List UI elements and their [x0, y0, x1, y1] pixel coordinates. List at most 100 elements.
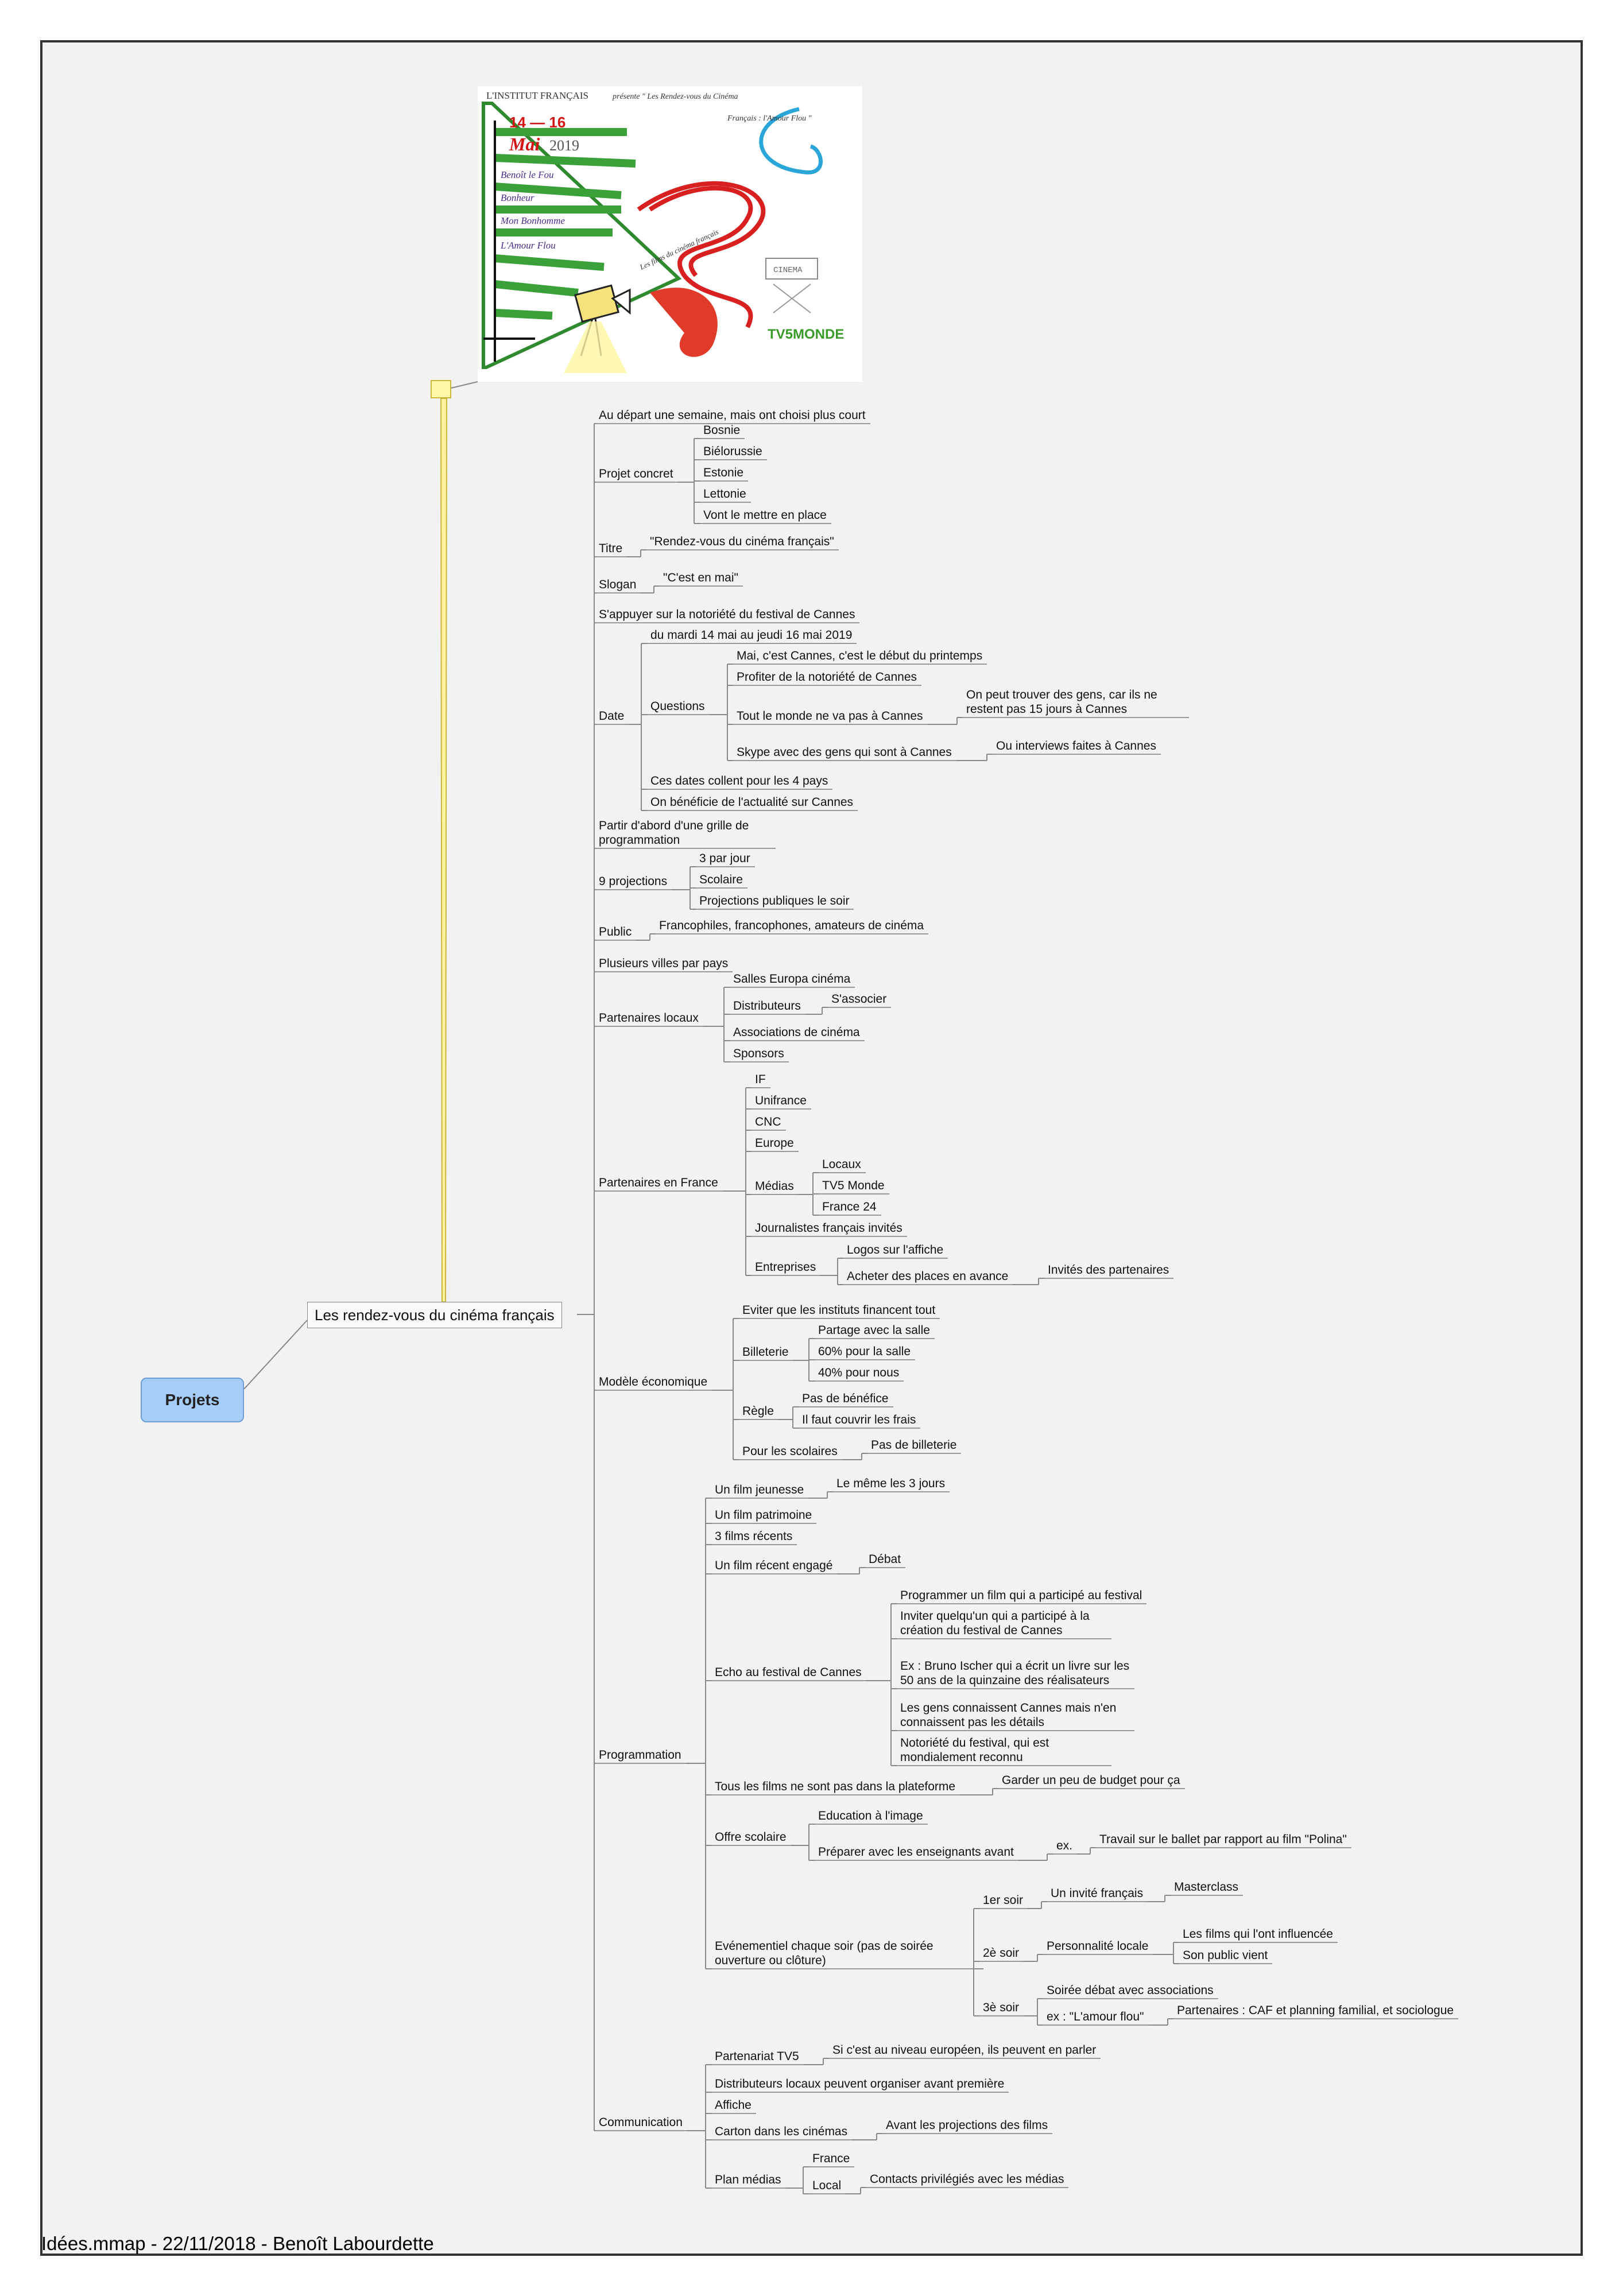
topic-t-pf-4[interactable]: Europe — [755, 1137, 794, 1150]
topic-t-date[interactable]: Date — [599, 709, 625, 723]
topic-t-9proj-2[interactable]: Scolaire — [699, 873, 743, 886]
topic-t-cm-cart[interactable]: Carton dans les cinémas — [715, 2125, 848, 2138]
topic-t-prog[interactable]: Programmation — [599, 1748, 681, 1762]
topic-t-pf-m1[interactable]: Locaux — [822, 1158, 861, 1171]
topic-t-cm-p2[interactable]: Local — [812, 2179, 842, 2192]
topic-t-me-s1[interactable]: Pas de billeterie — [871, 1438, 957, 1452]
topic-t-pg-echo[interactable]: Echo au festival de Cannes — [715, 1666, 862, 1679]
topic-t-pg-e5[interactable]: Notoriété du festival, qui est mondialem… — [900, 1736, 1049, 1764]
topic-t-pl-2[interactable]: Distributeurs — [733, 999, 801, 1013]
topic-t-me-bill[interactable]: Billeterie — [742, 1345, 789, 1359]
topic-t-pg-tous-1[interactable]: Garder un peu de budget pour ça — [1002, 1774, 1180, 1787]
topic-t-cm-cart-1[interactable]: Avant les projections des films — [886, 2119, 1048, 2132]
topic-t-q3[interactable]: Tout le monde ne va pas à Cannes — [737, 709, 923, 723]
topic-t-pg-o2[interactable]: Préparer avec les enseignants avant — [818, 1845, 1014, 1859]
topic-t-projet[interactable]: Projet concret — [599, 467, 673, 480]
topic-t-pg-jeun-1[interactable]: Le même les 3 jours — [836, 1477, 946, 1490]
topic-t-q4[interactable]: Skype avec des gens qui sont à Cannes — [737, 746, 952, 759]
topic-t-q1[interactable]: Mai, c'est Cannes, c'est le début du pri… — [737, 649, 983, 662]
topic-t-pg-e1[interactable]: Programmer un film qui a participé au fe… — [900, 1589, 1142, 1602]
topic-t-cm-p2-1[interactable]: Contacts privilégiés avec les médias — [870, 2173, 1064, 2186]
topic-t-q2[interactable]: Profiter de la notoriété de Cannes — [737, 670, 917, 684]
topic-t-sappuyer[interactable]: S'appuyer sur la notoriété du festival d… — [599, 608, 855, 621]
main-topic[interactable]: Les rendez-vous du cinéma français — [307, 1302, 562, 1328]
root-topic-projets[interactable]: Projets — [141, 1378, 244, 1422]
topic-t-villes[interactable]: Plusieurs villes par pays — [599, 957, 729, 970]
topic-t-pg-jeun[interactable]: Un film jeunesse — [715, 1483, 804, 1496]
topic-t-pg-o2-ex1[interactable]: Travail sur le ballet par rapport au fil… — [1099, 1833, 1347, 1846]
topic-t-pg-o1[interactable]: Education à l'image — [818, 1809, 923, 1822]
topic-t-9proj-1[interactable]: 3 par jour — [699, 852, 750, 865]
topic-t-pg-offre[interactable]: Offre scolaire — [715, 1830, 787, 1844]
topic-t-me-scol[interactable]: Pour les scolaires — [742, 1445, 838, 1458]
topic-t-pg-s3[interactable]: 3è soir — [983, 2001, 1020, 2014]
topic-t-me-r2[interactable]: Il faut couvrir les frais — [802, 1413, 916, 1426]
topic-t-pf-e2[interactable]: Acheter des places en avance — [847, 1270, 1009, 1283]
topic-t-pfrance[interactable]: Partenaires en France — [599, 1176, 718, 1189]
topic-t-pl-2-1[interactable]: S'associer — [831, 992, 887, 1006]
topic-t-9proj[interactable]: 9 projections — [599, 875, 668, 888]
topic-t-cm-p1[interactable]: France — [812, 2152, 850, 2165]
topic-t-public[interactable]: Public — [599, 925, 632, 938]
topic-t-pf-5[interactable]: Journalistes français invités — [755, 1221, 902, 1235]
topic-t-plocaux[interactable]: Partenaires locaux — [599, 1011, 699, 1025]
topic-t-pg-s3-2[interactable]: ex : "L'amour flou" — [1047, 2010, 1144, 2023]
topic-t-slogan-1[interactable]: "C'est en mai" — [663, 571, 738, 584]
topic-t-9proj-3[interactable]: Projections publiques le soir — [699, 894, 850, 907]
topic-t-me-regle[interactable]: Règle — [742, 1405, 774, 1418]
topic-t-cm-aff[interactable]: Affiche — [715, 2099, 752, 2112]
note-icon[interactable] — [431, 380, 451, 398]
topic-t-pg-e3[interactable]: Ex : Bruno Ischer qui a écrit un livre s… — [900, 1659, 1130, 1687]
topic-t-pg-tous[interactable]: Tous les films ne sont pas dans la plate… — [715, 1780, 956, 1793]
topic-t-public-1[interactable]: Francophiles, francophones, amateurs de … — [659, 919, 924, 932]
topic-t-q3-1[interactable]: On peut trouver des gens, car ils ne res… — [966, 688, 1157, 716]
topic-t-pg-s2[interactable]: 2è soir — [983, 1946, 1020, 1960]
topic-t-date-3[interactable]: On bénéficie de l'actualité sur Cannes — [650, 796, 854, 809]
topic-t-pg-e2[interactable]: Inviter quelqu'un qui a participé à la c… — [900, 1609, 1090, 1637]
topic-t-pg-3rec[interactable]: 3 films récents — [715, 1530, 793, 1543]
topic-t-pf-m2[interactable]: TV5 Monde — [822, 1179, 885, 1192]
topic-t-cm-dist[interactable]: Distributeurs locaux peuvent organiser a… — [715, 2077, 1005, 2091]
topic-t-pg-s2-1a[interactable]: Les films qui l'ont influencée — [1183, 1927, 1333, 1941]
topic-t-projet-1[interactable]: Bosnie — [703, 424, 741, 437]
topic-t-cm-tv5[interactable]: Partenariat TV5 — [715, 2050, 799, 2063]
topic-t-pg-e4[interactable]: Les gens connaissent Cannes mais n'en co… — [900, 1701, 1117, 1729]
topic-t-modele[interactable]: Modèle économique — [599, 1375, 708, 1389]
topic-t-projet-2[interactable]: Biélorussie — [703, 445, 762, 458]
topic-t-pg-s2-1[interactable]: Personnalité locale — [1047, 1940, 1149, 1953]
topic-t-partir[interactable]: Partir d'abord d'une grille de programma… — [599, 819, 749, 847]
topic-t-pg-s1-1[interactable]: Un invité français — [1051, 1887, 1144, 1900]
topic-t-titre[interactable]: Titre — [599, 542, 623, 555]
topic-t-cm-tv5-1[interactable]: Si c'est au niveau européen, ils peuvent… — [832, 2043, 1097, 2057]
topic-t-pf-e2-1[interactable]: Invités des partenaires — [1048, 1263, 1169, 1277]
topic-t-pf-m3[interactable]: France 24 — [822, 1200, 877, 1213]
topic-t-pf-1[interactable]: IF — [755, 1073, 766, 1086]
topic-t-questions[interactable]: Questions — [650, 700, 705, 713]
topic-t-projet-4[interactable]: Lettonie — [703, 487, 746, 501]
topic-t-pf-e1[interactable]: Logos sur l'affiche — [847, 1243, 944, 1256]
topic-t-me-b2[interactable]: 60% pour la salle — [818, 1345, 911, 1358]
topic-t-pl-3[interactable]: Associations de cinéma — [733, 1026, 860, 1039]
topic-t-date-2[interactable]: Ces dates collent pour les 4 pays — [650, 774, 828, 788]
topic-t-pg-s3-2-1[interactable]: Partenaires : CAF et planning familial, … — [1177, 2004, 1454, 2017]
topic-t-pl-1[interactable]: Salles Europa cinéma — [733, 972, 851, 986]
topic-t-pg-patr[interactable]: Un film patrimoine — [715, 1508, 812, 1522]
topic-t-pg-o2-ex[interactable]: ex. — [1056, 1839, 1073, 1852]
topic-t-pg-s1-1-1[interactable]: Masterclass — [1174, 1880, 1239, 1894]
topic-t-comm[interactable]: Communication — [599, 2116, 683, 2129]
topic-t-pl-4[interactable]: Sponsors — [733, 1047, 784, 1060]
topic-t-titre-1[interactable]: "Rendez-vous du cinéma français" — [650, 535, 834, 548]
topic-t-pf-medias[interactable]: Médias — [755, 1180, 794, 1193]
topic-t-pg-eng[interactable]: Un film récent engagé — [715, 1559, 833, 1572]
topic-t-me-b1[interactable]: Partage avec la salle — [818, 1324, 930, 1337]
topic-t-slogan[interactable]: Slogan — [599, 578, 637, 591]
topic-t-me-b3[interactable]: 40% pour nous — [818, 1366, 900, 1379]
topic-t-pg-eng-1[interactable]: Débat — [869, 1553, 901, 1566]
topic-t-q4-1[interactable]: Ou interviews faites à Cannes — [996, 739, 1156, 753]
topic-t-cm-plan[interactable]: Plan médias — [715, 2173, 781, 2186]
topic-t-pg-even[interactable]: Evénementiel chaque soir (pas de soirée … — [715, 1940, 933, 1967]
topic-t-pg-s1[interactable]: 1er soir — [983, 1894, 1024, 1907]
topic-t-pf-ent[interactable]: Entreprises — [755, 1261, 816, 1274]
topic-t-depart[interactable]: Au départ une semaine, mais ont choisi p… — [599, 409, 866, 422]
topic-t-pg-s2-1b[interactable]: Son public vient — [1183, 1949, 1268, 1962]
